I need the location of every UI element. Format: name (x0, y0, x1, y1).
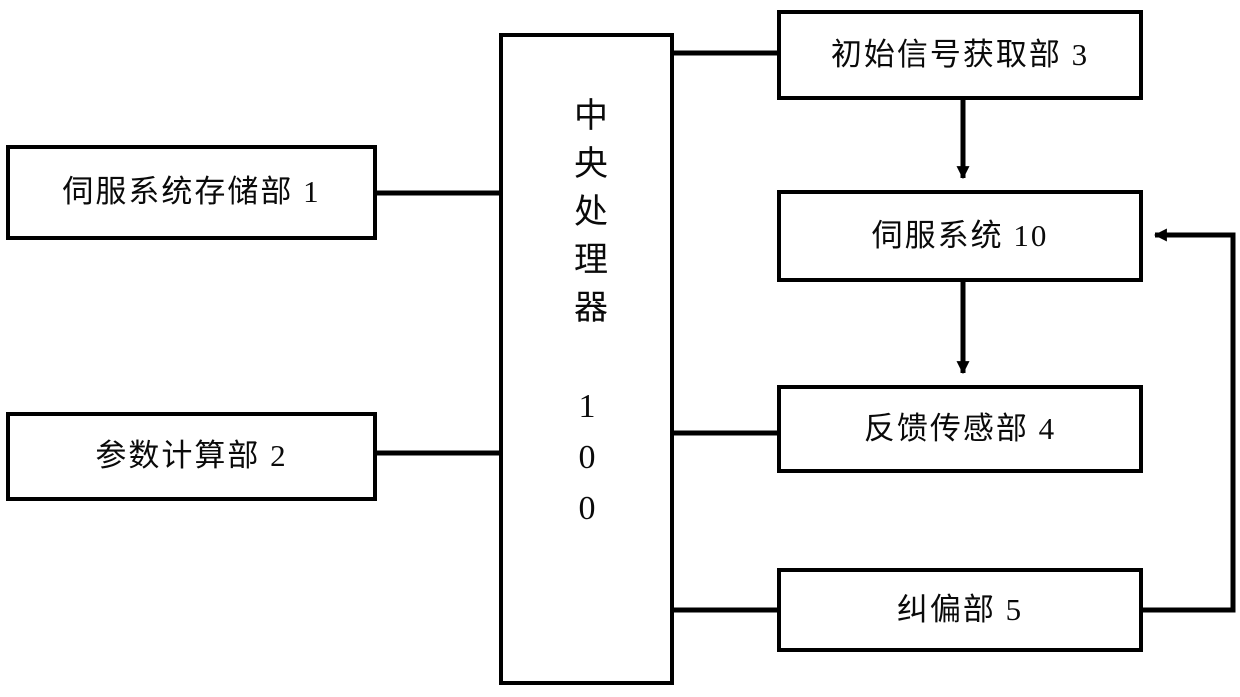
node-servo-storage[interactable]: 伺服系统存储部 1 (6, 145, 377, 240)
node-feedback-sensor-label: 反馈传感部 4 (863, 410, 1057, 446)
node-parameter-calc[interactable]: 参数计算部 2 (6, 412, 377, 501)
connector-deviation-to-servo-feedback-loop (1143, 228, 1236, 613)
node-servo-storage-label: 伺服系统存储部 1 (62, 174, 321, 210)
node-initial-signal[interactable]: 初始信号获取部 3 (777, 10, 1143, 100)
node-parameter-calc-label: 参数计算部 2 (95, 438, 288, 474)
node-deviation-correction-label: 纠偏部 5 (896, 591, 1024, 627)
node-servo-system[interactable]: 伺服系统 10 (777, 190, 1143, 282)
node-central-processor[interactable]: 中央处理器 100 (499, 33, 674, 685)
node-servo-system-label: 伺服系统 10 (871, 217, 1049, 253)
node-feedback-sensor[interactable]: 反馈传感部 4 (777, 385, 1143, 473)
node-central-processor-label: 中央处理器 100 (568, 97, 606, 541)
node-deviation-correction[interactable]: 纠偏部 5 (777, 568, 1143, 652)
node-initial-signal-label: 初始信号获取部 3 (830, 36, 1090, 72)
